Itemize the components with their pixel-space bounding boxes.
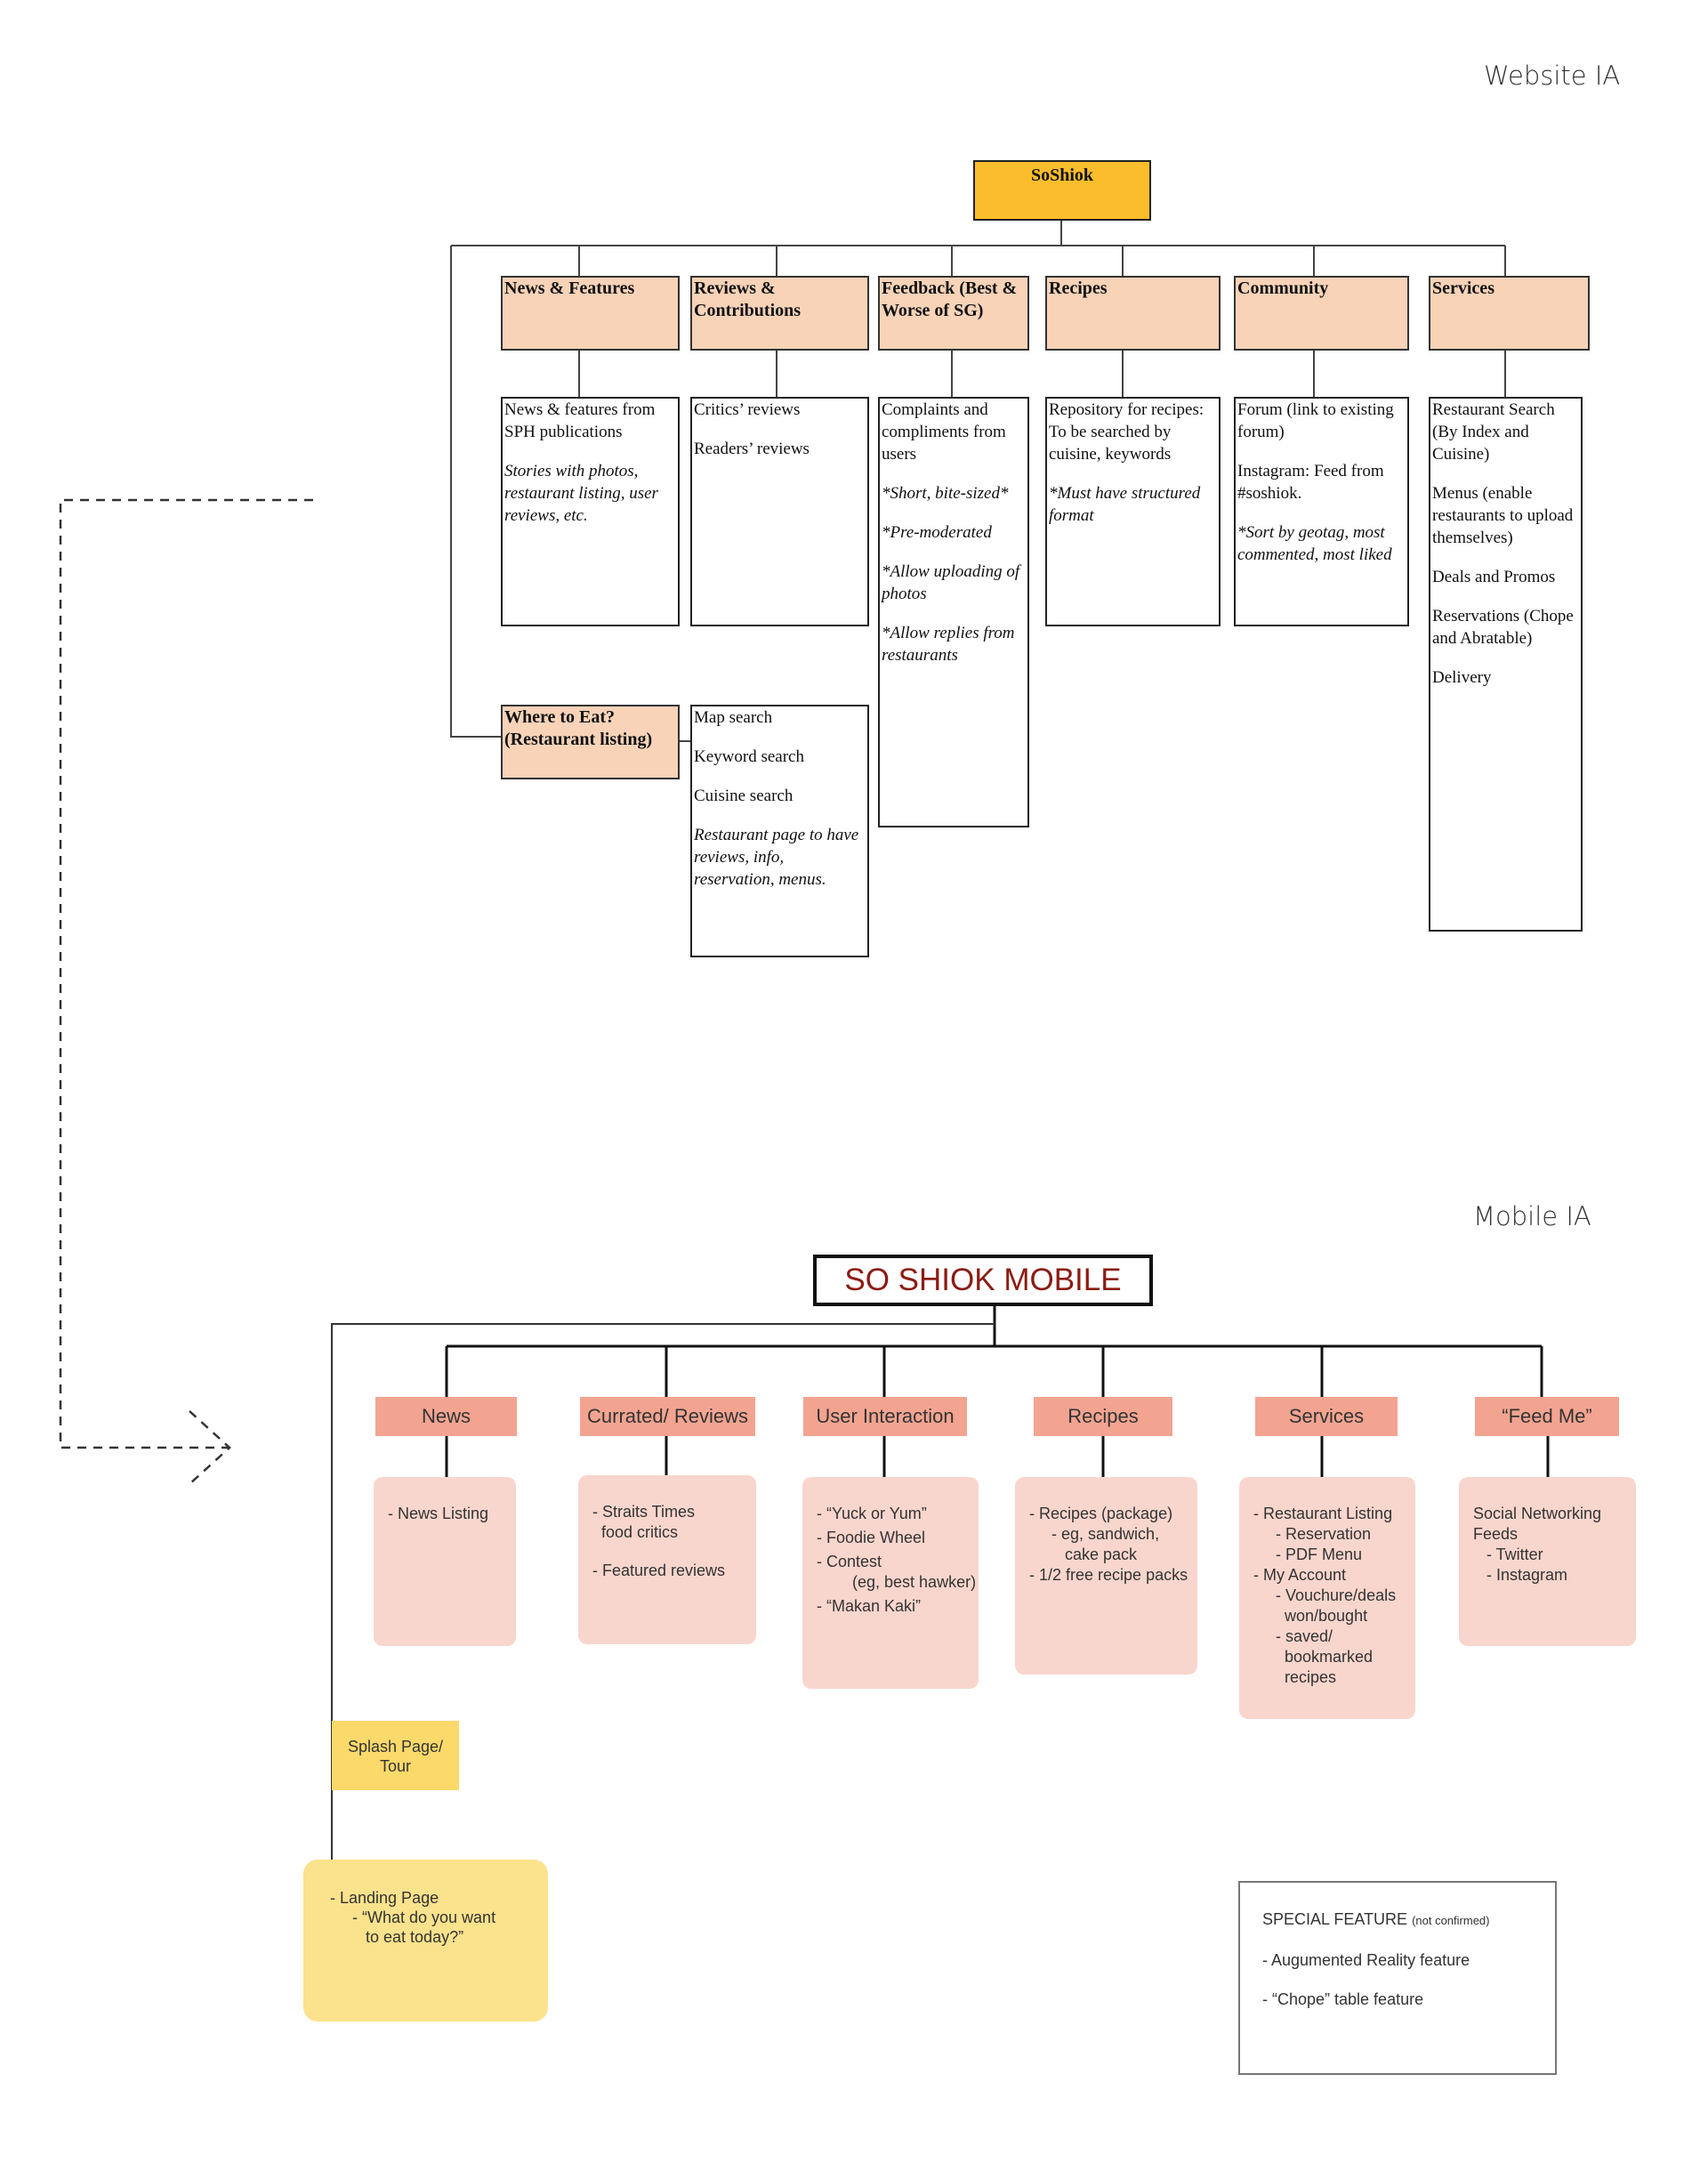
website-detail-item: Delivery: [1432, 668, 1492, 687]
mobile-category-header: Services: [1255, 1397, 1398, 1436]
website-detail-item: *Allow replies from restaurants: [882, 624, 1015, 665]
special-feature-item: - “Chope” table feature: [1262, 1990, 1424, 2008]
mobile-category-card: - “Yuck or Yum” - Foodie Wheel - Contest (…: [802, 1477, 979, 1689]
mobile-category-card: - Restaurant Listing - Reservation - PDF…: [1239, 1477, 1415, 1719]
mobile-category-header: User Interaction: [803, 1397, 967, 1436]
website-category-header: Feedback (Best & Worse of SG): [878, 276, 1029, 351]
mobile-category-header: Recipes: [1034, 1397, 1172, 1436]
website-category-header: Community: [1234, 276, 1409, 351]
website-category-header: Services: [1429, 276, 1590, 351]
website-detail-item: Instagram: Feed from #soshiok.: [1237, 462, 1384, 503]
website-detail-item: Critics’ reviews: [694, 400, 801, 419]
mobile-category-header: “Feed Me”: [1475, 1397, 1619, 1436]
website-ia-label: Website IA: [1484, 61, 1621, 91]
website-category-header: News & Features: [501, 276, 680, 351]
mobile-category-header: News: [375, 1397, 517, 1436]
special-feature-item: - Augumented Reality feature: [1262, 1951, 1470, 1969]
where-to-eat-detail-item: Cuisine search: [694, 787, 794, 805]
website-category-header: Reviews & Contributions: [690, 276, 869, 351]
website-detail-item: *Short, bite-sized*: [882, 484, 1009, 503]
website-detail-item: Repository for recipes: To be searched b…: [1049, 400, 1204, 464]
mobile-detail-item: - Straits Times food critics: [592, 1503, 696, 1541]
where-to-eat-detail-item: Map search: [694, 708, 773, 727]
website-detail-box: Complaints and compliments from users *Sh…: [878, 397, 1029, 827]
website-detail-box: Repository for recipes: To be searched b…: [1045, 397, 1221, 626]
mobile-detail-item: - Restaurant Listing - Reservation - PDF…: [1253, 1505, 1397, 1686]
mobile-category-card: Social Networking Feeds - Twitter - Inst…: [1459, 1477, 1636, 1646]
mobile-category-card: - News Listing: [374, 1477, 516, 1646]
website-detail-item: News & features from SPH publications: [504, 400, 656, 441]
mobile-detail-item: - Recipes (package) - eg, sandwich, cake…: [1029, 1505, 1188, 1584]
mobile-category-card: - Straits Times food critics - Featured r…: [578, 1475, 756, 1644]
mobile-detail-item: - “Yuck or Yum”: [817, 1505, 927, 1522]
website-detail-box: Restaurant Search (By Index and Cuisine)…: [1429, 397, 1583, 932]
mobile-ia-label: Mobile IA: [1473, 1201, 1591, 1231]
website-category-header: Recipes: [1045, 276, 1221, 351]
website-detail-item: *Pre-moderated: [882, 523, 992, 542]
special-feature-title: SPECIAL FEATURE (not confirmed): [1262, 1909, 1546, 1931]
mobile-detail-item: - Contest (eg, best hawker): [817, 1553, 977, 1591]
special-feature-box: SPECIAL FEATURE (not confirmed) - Augume…: [1238, 1881, 1557, 2075]
mobile-detail-item: - Foodie Wheel: [817, 1529, 926, 1546]
special-feature-note: (not confirmed): [1412, 1914, 1490, 1927]
mobile-detail-item: - Featured reviews: [592, 1562, 726, 1579]
website-detail-item: *Must have structured format: [1049, 484, 1201, 525]
website-detail-item: *Sort by geotag, most commented, most li…: [1237, 523, 1392, 564]
website-detail-item: Forum (link to existing forum): [1237, 400, 1394, 441]
where-to-eat-detail-item: Keyword search: [694, 747, 804, 766]
website-root-node: SoShiok: [973, 160, 1151, 221]
mobile-detail-item: - News Listing: [388, 1505, 489, 1522]
website-detail-item: Menus (enable restaurants to upload them…: [1432, 484, 1574, 547]
mobile-root-node: SO SHIOK MOBILE: [813, 1255, 1153, 1306]
website-detail-item: Readers’ reviews: [694, 440, 810, 458]
mobile-detail-item: - “Makan Kaki”: [817, 1597, 922, 1615]
mobile-category-card: - Recipes (package) - eg, sandwich, cake…: [1015, 1477, 1197, 1675]
website-detail-item: Complaints and compliments from users: [882, 400, 1006, 464]
website-detail-item: Reservations (Chope and Abratable): [1432, 607, 1574, 648]
website-detail-item: Restaurant Search (By Index and Cuisine): [1432, 400, 1555, 464]
website-detail-item: Stories with photos, restaurant listing,…: [504, 462, 658, 525]
where-to-eat-node: Where to Eat? (Restaurant listing): [501, 705, 680, 779]
mobile-detail-item: Social Networking Feeds - Twitter - Inst…: [1473, 1505, 1602, 1584]
mobile-category-header: Currated/ Reviews: [580, 1397, 755, 1436]
splash-page-node: Splash Page/ Tour: [332, 1721, 459, 1790]
where-to-eat-detail-item: Restaurant page to have reviews, info, r…: [694, 826, 859, 889]
website-detail-box: Forum (link to existing forum) Instagram:…: [1234, 397, 1409, 626]
landing-page-node: - Landing Page - “What do you want to ea…: [303, 1860, 548, 2022]
website-detail-item: *Allow uploading of photos: [882, 562, 1020, 603]
special-feature-heading: SPECIAL FEATURE: [1262, 1910, 1408, 1928]
website-detail-item: Deals and Promos: [1432, 568, 1556, 586]
